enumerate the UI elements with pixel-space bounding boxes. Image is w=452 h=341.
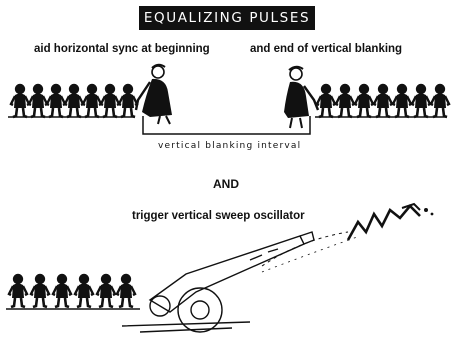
cannon-icon xyxy=(121,231,315,333)
pulse-figure-icon xyxy=(117,82,139,119)
caption-end: and end of vertical blanking xyxy=(250,43,403,55)
blanking-interval-bracket xyxy=(142,116,311,135)
right-pulse-figures xyxy=(315,82,451,119)
pulse-figure-icon xyxy=(9,82,31,119)
pulse-figure-icon xyxy=(372,82,394,119)
pulse-figure-icon xyxy=(51,272,73,309)
left-pulse-figures xyxy=(9,82,139,119)
pulse-figure-icon xyxy=(334,82,356,119)
pulse-figure-icon xyxy=(353,82,375,119)
pulse-figure-icon xyxy=(45,82,67,119)
pulse-figure-icon xyxy=(410,82,432,119)
end-blanking-figure-icon xyxy=(284,65,320,129)
cannon-crew-figures xyxy=(7,272,137,309)
pulse-figure-icon xyxy=(429,82,451,119)
pulse-figure-icon xyxy=(81,82,103,119)
pulse-figure-icon xyxy=(391,82,413,119)
vertical-blanking-interval-label: vertical blanking interval xyxy=(158,141,302,151)
pulse-figure-icon xyxy=(315,82,337,119)
pulse-figure-icon xyxy=(73,272,95,309)
title-text: EQUALIZING PULSES xyxy=(143,10,311,26)
beginning-blanking-figure-icon xyxy=(134,63,172,125)
title-banner: EQUALIZING PULSES xyxy=(139,6,315,30)
pulse-figure-icon xyxy=(27,82,49,119)
caption-beginning: aid horizontal sync at beginning xyxy=(34,43,210,55)
pulse-figure-icon xyxy=(29,272,51,309)
and-label: AND xyxy=(213,177,239,191)
pulse-figure-icon xyxy=(63,82,85,119)
pulse-figure-icon xyxy=(7,272,29,309)
pulse-figure-icon xyxy=(99,82,121,119)
pulse-figure-icon xyxy=(115,272,137,309)
caption-trigger: trigger vertical sweep oscillator xyxy=(132,210,305,222)
sweep-projectile-icon xyxy=(261,202,434,273)
pulse-figure-icon xyxy=(95,272,117,309)
